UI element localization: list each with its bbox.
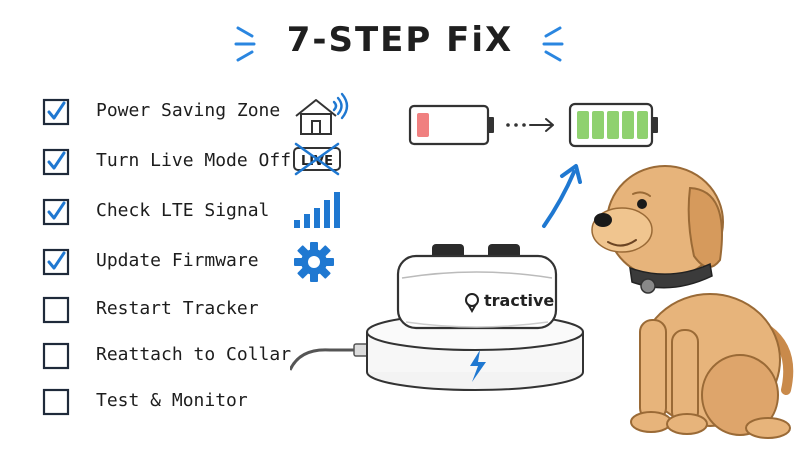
charge-arrow-icon (506, 118, 554, 132)
checklist-item-label: Turn Live Mode Off (96, 150, 292, 171)
tracker-brand-label: tractive (484, 291, 554, 310)
dog-illustration (591, 165, 794, 439)
checkbox-checked-icon[interactable] (42, 148, 70, 176)
scene-svg: tractive (288, 164, 794, 439)
curved-up-arrow-icon (542, 164, 582, 228)
checkbox-unchecked-icon[interactable] (42, 388, 70, 416)
battery-full-icon (568, 102, 658, 148)
battery-charge-illustration (408, 102, 658, 148)
gear-icon (294, 242, 334, 282)
battery-low-icon (408, 104, 494, 146)
checkbox-checked-icon[interactable] (42, 98, 70, 126)
title-area: 7-STEP FiX (0, 14, 800, 70)
checklist-item[interactable]: Update Firmware (40, 242, 360, 282)
charging-cable (288, 348, 356, 371)
checkbox-checked-icon[interactable] (42, 248, 70, 276)
house-wifi-icon (295, 92, 349, 135)
checklist-item[interactable]: Power Saving Zone (40, 92, 360, 135)
live-crossed-icon: LIVE (293, 142, 341, 176)
checklist-item-label: Test & Monitor (96, 390, 248, 411)
checklist-item-label: Check LTE Signal (96, 200, 270, 221)
title-burst-right-icon (542, 26, 564, 62)
title-burst-left-icon (234, 26, 256, 62)
checklist-item[interactable]: Reattach to Collar (40, 338, 360, 374)
checkbox-unchecked-icon[interactable] (42, 342, 70, 370)
tracker-device: tractive (396, 244, 558, 330)
location-pin-icon (465, 293, 479, 314)
checkbox-unchecked-icon[interactable] (42, 296, 70, 324)
checklist-item-label: Reattach to Collar (96, 344, 292, 365)
checklist-item[interactable]: Restart Tracker (40, 292, 360, 328)
cable-plug (353, 343, 369, 357)
checklist-item-label: Restart Tracker (96, 298, 259, 319)
checklist-item[interactable]: Check LTE Signal (40, 192, 360, 230)
signal-bars-icon (294, 192, 340, 228)
page-title: 7-STEP FiX (286, 20, 514, 60)
checklist-item[interactable]: Test & Monitor (40, 384, 360, 420)
charging-scene: tractive (288, 160, 800, 454)
checklist-item-label: Power Saving Zone (96, 100, 281, 121)
checklist-item[interactable]: Turn Live Mode Off LIVE (40, 142, 360, 180)
checklist-item-label: Update Firmware (96, 250, 259, 271)
lightning-icon (470, 350, 486, 382)
checkbox-checked-icon[interactable] (42, 198, 70, 226)
